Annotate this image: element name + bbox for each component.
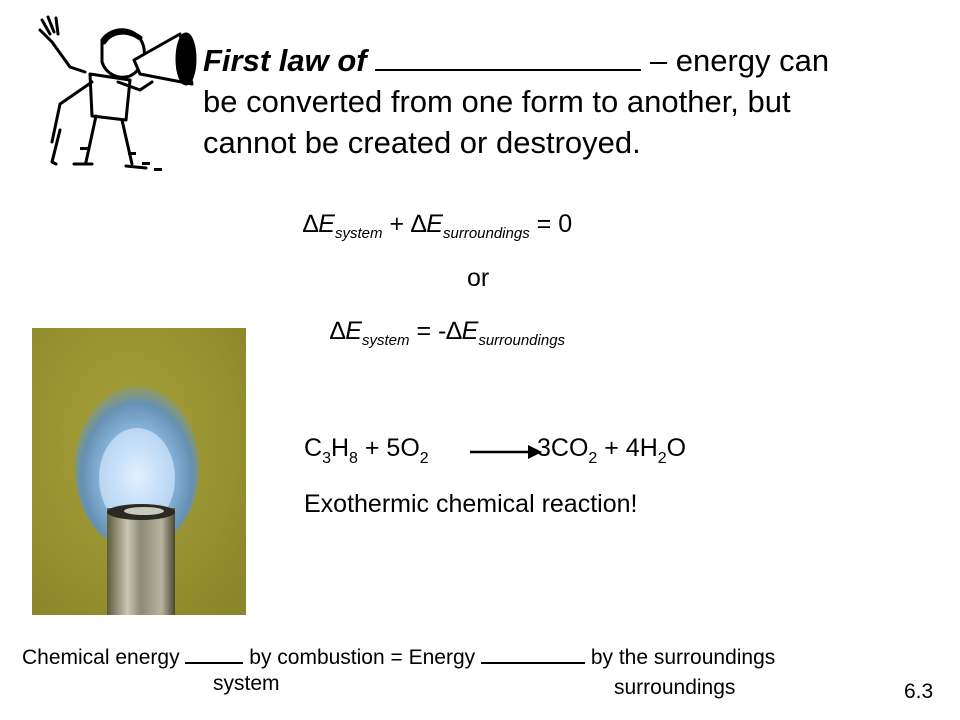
reactants: C3H8 + 5O2 (304, 434, 429, 467)
blue-flame-photo (32, 328, 246, 615)
energy-equation-1: ∆Esystem + ∆Esurroundings = 0 (303, 210, 573, 242)
answer-surroundings: surroundings (614, 676, 736, 699)
delta-symbol: ∆ (446, 317, 462, 345)
subscript-surroundings: surroundings (442, 225, 530, 242)
subscript-system: system (334, 225, 383, 242)
footer-part1: Chemical energy (22, 646, 180, 669)
combustion-reaction: C3H8 + 5O2 (304, 434, 429, 467)
law-title: First law of (203, 43, 367, 78)
slide-number: 6.3 (904, 680, 934, 703)
energy-symbol: E (318, 210, 335, 238)
equals-zero: = 0 (529, 210, 573, 238)
fill-in-blank-title (375, 41, 642, 71)
reaction-arrow-icon (470, 445, 542, 459)
energy-symbol: E (461, 317, 479, 345)
exothermic-note: Exothermic chemical reaction! (304, 490, 638, 518)
footer-part3: by the surroundings (590, 646, 776, 669)
or-text: or (467, 264, 490, 292)
law-statement: First law of – energy can be converted f… (203, 40, 943, 163)
energy-symbol: E (426, 210, 443, 238)
law-statement-line2: be converted from one form to another, b… (203, 84, 791, 119)
energy-symbol: E (345, 317, 362, 345)
announcer-illustration (38, 15, 197, 171)
delta-symbol: ∆ (330, 317, 346, 345)
answer-system: system (213, 672, 280, 695)
delta-symbol: ∆ (303, 210, 319, 238)
fill-in-blank-1 (185, 643, 244, 664)
subscript-system: system (361, 332, 410, 349)
delta-symbol: ∆ (411, 210, 427, 238)
law-statement-line1: First law of – energy can (203, 40, 943, 81)
energy-balance-statement: Chemical energy by combustion = Energy b… (22, 643, 775, 670)
law-line1-rest: – energy can (641, 43, 830, 78)
products: 3CO2 + 4H2O (537, 434, 687, 467)
subscript-surroundings: surroundings (478, 332, 566, 349)
plus-sign: + (382, 210, 411, 238)
energy-equation-2: ∆Esystem = -∆Esurroundings (330, 317, 566, 349)
fill-in-blank-2 (480, 643, 585, 664)
equals-negative: = - (409, 317, 447, 345)
law-statement-line3: cannot be created or destroyed. (203, 125, 641, 160)
footer-part2: by combustion = Energy (249, 646, 476, 669)
